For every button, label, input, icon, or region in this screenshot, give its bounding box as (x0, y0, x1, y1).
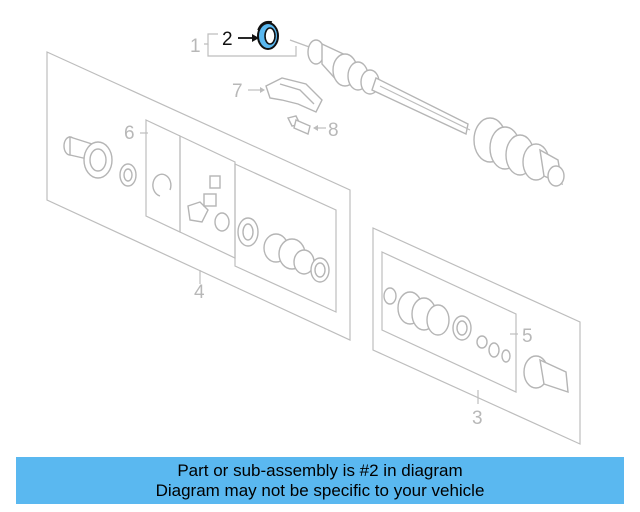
part-2-highlighted-ring[interactable] (257, 20, 279, 50)
banner-line-part-number: Part or sub-assembly is #2 in diagram (177, 460, 463, 480)
callout-2[interactable]: 2 (222, 29, 233, 50)
callout-1-leader (204, 33, 297, 57)
part-8-bolt (286, 115, 326, 135)
panel-4-parts (63, 136, 330, 283)
info-banner: Part or sub-assembly is #2 in diagram Di… (16, 457, 624, 504)
callout-5: 5 (522, 326, 533, 347)
callout-4: 4 (194, 282, 205, 303)
callout-2-arrow (238, 34, 259, 42)
callout-1: 1 (190, 36, 201, 57)
panel-5-outline (381, 251, 517, 393)
callout-3: 3 (472, 408, 483, 429)
part-7-bracket (248, 77, 323, 113)
panel-4-outline (46, 51, 351, 341)
callout-6: 6 (124, 123, 135, 144)
panel-3-outline (372, 227, 581, 445)
panel-4-inner-box (234, 163, 337, 313)
drive-axle-assembly (289, 39, 565, 187)
callout-7: 7 (232, 81, 243, 102)
panel-6-outline (145, 119, 181, 233)
panel-3-parts (383, 287, 569, 394)
exploded-parts-diagram: 1 2 3 4 5 6 7 8 (46, 20, 581, 445)
callout-8: 8 (328, 120, 339, 141)
banner-line-disclaimer: Diagram may not be specific to your vehi… (155, 480, 485, 500)
